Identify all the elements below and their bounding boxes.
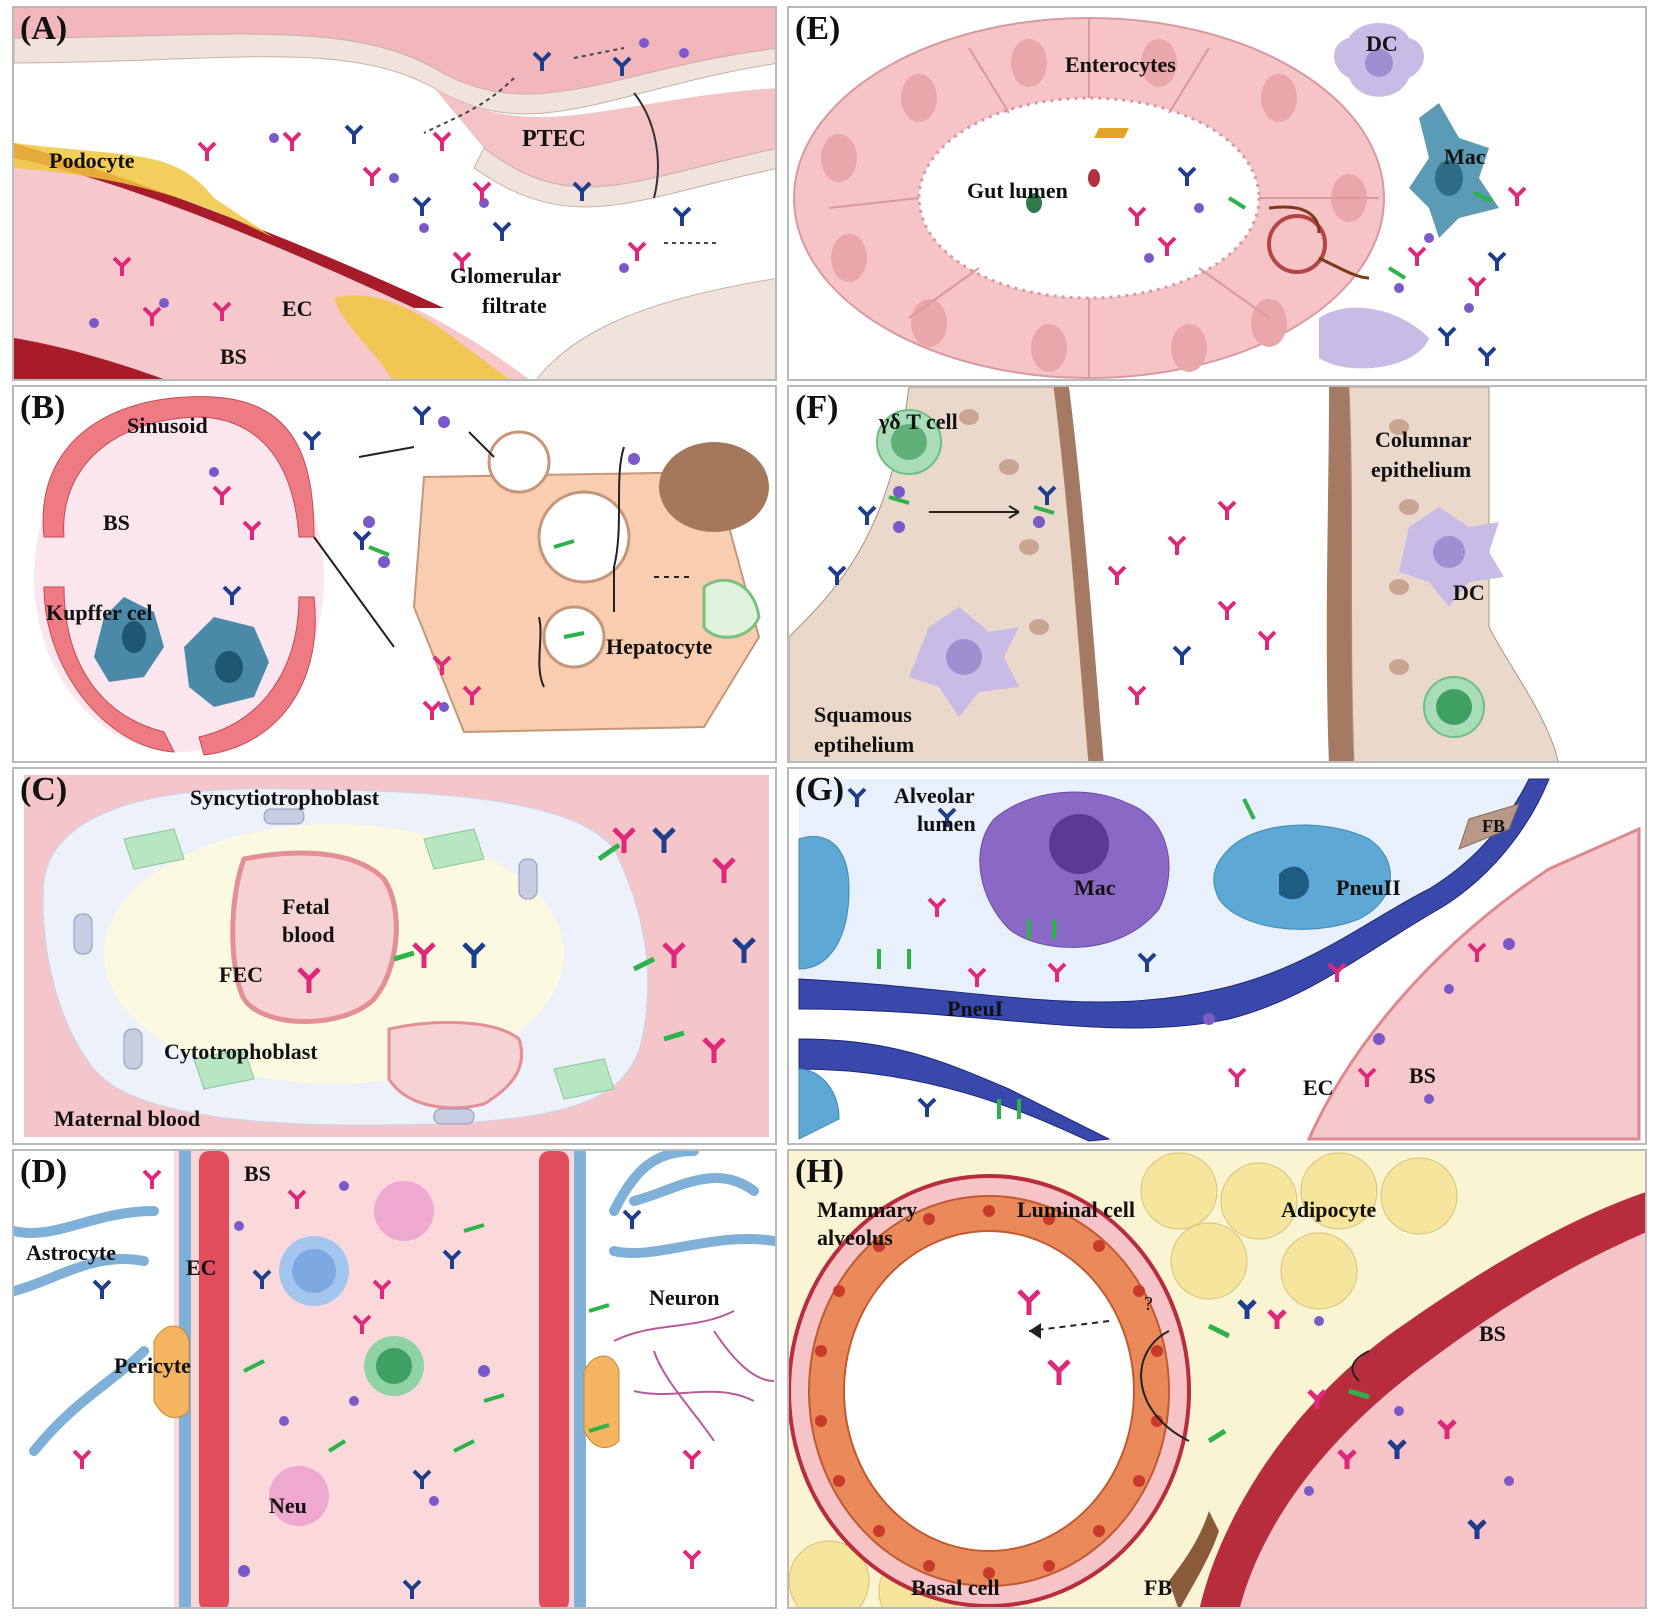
panel-e-label: (E) (795, 10, 841, 47)
panel-h-mammary: (H) Mammary alveolus Luminal cell Adipoc… (787, 1149, 1647, 1609)
podocyte-label: Podocyte (49, 148, 135, 173)
fb-label-g: FB (1482, 816, 1506, 836)
panel-g-label: (G) (795, 771, 845, 808)
bs-label-b: BS (103, 510, 130, 535)
maternal-blood-label: Maternal blood (54, 1106, 201, 1131)
panel-b-label: (B) (20, 389, 66, 426)
mammary-label: Mammary (817, 1197, 918, 1222)
astrocyte-label: Astrocyte (26, 1240, 116, 1265)
fetal-label: Fetal (282, 894, 330, 919)
dc-label: DC (1366, 31, 1398, 56)
mammary-illustration (789, 1151, 1645, 1607)
panel-a-kidney: (A) Podocyte PTEC Glomerular filtrate EC… (12, 6, 777, 381)
panel-c-label: (C) (20, 771, 68, 808)
enterocytes-label: Enterocytes (1065, 52, 1176, 77)
pneui-label: PneuI (947, 996, 1004, 1021)
panel-g-lung: (G) Alveolar lumen Mac PneuII FB PneuI E… (787, 767, 1647, 1145)
panel-d-label: (D) (20, 1153, 68, 1190)
adipocyte-label: Adipocyte (1281, 1197, 1377, 1222)
question-mark-label: ? (1144, 1293, 1153, 1315)
lung-illustration (789, 769, 1645, 1143)
bs-label: BS (220, 344, 247, 369)
panel-f-label: (F) (795, 389, 839, 426)
panel-d-brain: (D) BS Astrocyte EC Pericyte Neuron Neu (12, 1149, 777, 1609)
fec-label: FEC (219, 962, 263, 987)
epithelium-label: epithelium (1371, 457, 1472, 482)
filtrate-label: filtrate (482, 293, 547, 318)
mac-label-g: Mac (1074, 875, 1116, 900)
hepatocyte-label: Hepatocyte (606, 634, 713, 659)
panel-e-intestine: (E) Enterocytes DC Mac Gut lumen (787, 6, 1647, 381)
ec-label: EC (282, 296, 313, 321)
kidney-illustration (14, 8, 775, 379)
panel-a-label: (A) (20, 10, 68, 47)
eptihelium-label: eptihelium (814, 732, 915, 757)
squamous-label: Squamous (814, 702, 912, 727)
ec-label-d: EC (186, 1255, 217, 1280)
columnar-label: Columnar (1375, 427, 1472, 452)
alveolus-label: alveolus (817, 1225, 893, 1250)
panel-h-label: (H) (795, 1153, 845, 1190)
panel-f-epithelium: (F) γδ T cell Columnar epithelium DC Squ… (787, 385, 1647, 763)
kupffer-label: Kupffer cel (46, 600, 153, 625)
mac-label: Mac (1444, 144, 1486, 169)
intestine-illustration (789, 8, 1645, 379)
alveolar-label: Alveolar (894, 783, 975, 808)
panel-c-placenta: (C) Syncytiotrophoblast Fetal blood FEC … (12, 767, 777, 1145)
neuron-label: Neuron (649, 1285, 720, 1310)
bs-label-g: BS (1409, 1063, 1436, 1088)
basal-cell-label: Basal cell (911, 1575, 1000, 1600)
bs-label-h: BS (1479, 1321, 1506, 1346)
cytotrophoblast-label: Cytotrophoblast (164, 1039, 318, 1064)
fb-label-h: FB (1144, 1575, 1173, 1600)
ptec-label: PTEC (522, 126, 587, 152)
neu-label: Neu (269, 1493, 307, 1518)
blood-label: blood (282, 922, 335, 947)
gamma-delta-t-cell-label: γδ T cell (879, 409, 958, 434)
glomerular-label: Glomerular (450, 263, 562, 288)
lumen-label: lumen (917, 811, 976, 836)
dc-label-f: DC (1453, 580, 1485, 605)
liver-illustration (14, 387, 775, 761)
sinusoid-label: Sinusoid (127, 413, 208, 438)
pericyte-label: Pericyte (114, 1353, 191, 1378)
panel-b-liver: (B) Sinusoid BS Kupffer cel Hepatocyte (12, 385, 777, 763)
bs-label-d: BS (244, 1161, 271, 1186)
ec-label-g: EC (1303, 1075, 1334, 1100)
syncytiotrophoblast-label: Syncytiotrophoblast (190, 785, 380, 810)
brain-illustration (14, 1151, 775, 1607)
pneuii-label: PneuII (1336, 875, 1401, 900)
gut-lumen-label: Gut lumen (967, 178, 1068, 203)
luminal-cell-label: Luminal cell (1017, 1197, 1135, 1222)
epithelium-illustration (789, 387, 1645, 761)
placenta-illustration (14, 769, 775, 1143)
